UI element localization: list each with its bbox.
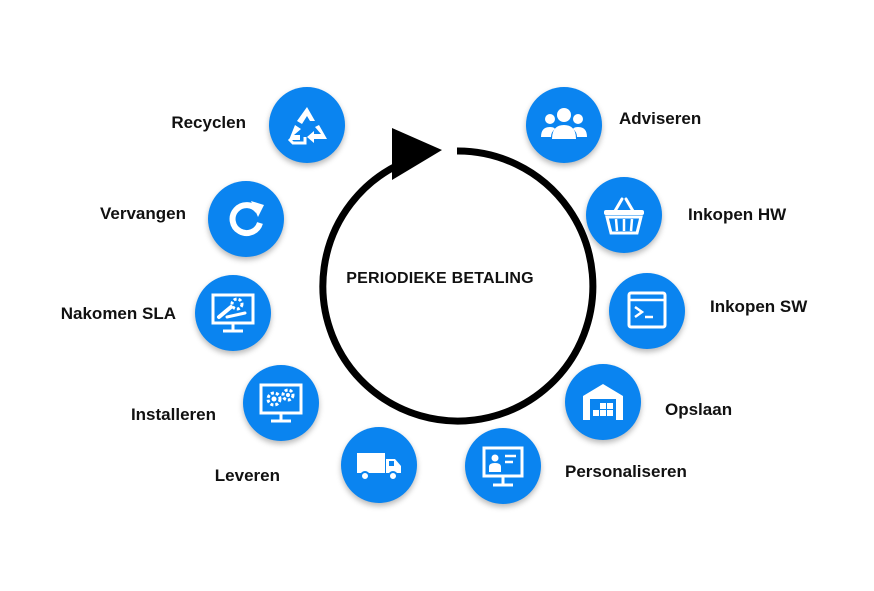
warehouse-icon: [583, 384, 623, 420]
step-leveren-label: Leveren: [214, 466, 280, 485]
step-adviseren-label: Adviseren: [619, 109, 702, 128]
step-personaliseren-label: Personaliseren: [565, 462, 687, 481]
basket-icon: [604, 197, 644, 235]
step-recyclen-label: Recyclen: [171, 113, 246, 132]
step-opslaan-label: Opslaan: [665, 400, 733, 419]
center-title: PERIODIEKE BETALING: [346, 270, 534, 287]
step-inkopen-sw-circle: [609, 273, 685, 349]
step-vervangen-label: Vervangen: [100, 204, 186, 223]
step-installeren-circle: [243, 365, 319, 441]
step-nakomen-sla-circle: [195, 275, 271, 351]
step-inkopen-sw-label: Inkopen SW: [710, 297, 808, 316]
step-inkopen-hw-circle: [586, 177, 662, 253]
presentation-icon: [482, 446, 524, 487]
cycle-arrowhead: [392, 128, 442, 180]
step-installeren-label: Installeren: [130, 405, 216, 424]
step-leveren-circle: [341, 427, 417, 503]
monitor-tools-icon: [211, 293, 255, 333]
cycle-arc: [319, 147, 597, 425]
step-opslaan-circle: [565, 364, 641, 440]
truck-icon: [357, 453, 401, 481]
step-inkopen-hw-label: Inkopen HW: [688, 205, 787, 224]
step-vervangen-circle: [208, 181, 284, 257]
step-nakomen-sla-label: Nakomen SLA: [60, 304, 176, 323]
terminal-icon: [627, 291, 667, 329]
refresh-icon: [229, 201, 264, 237]
recycle-icon: [287, 107, 327, 145]
step-personaliseren-circle: [465, 428, 541, 504]
monitor-gears-icon: [259, 383, 303, 423]
step-recyclen-circle: [269, 87, 345, 163]
users-icon: [541, 108, 587, 139]
step-adviseren-circle: [526, 87, 602, 163]
